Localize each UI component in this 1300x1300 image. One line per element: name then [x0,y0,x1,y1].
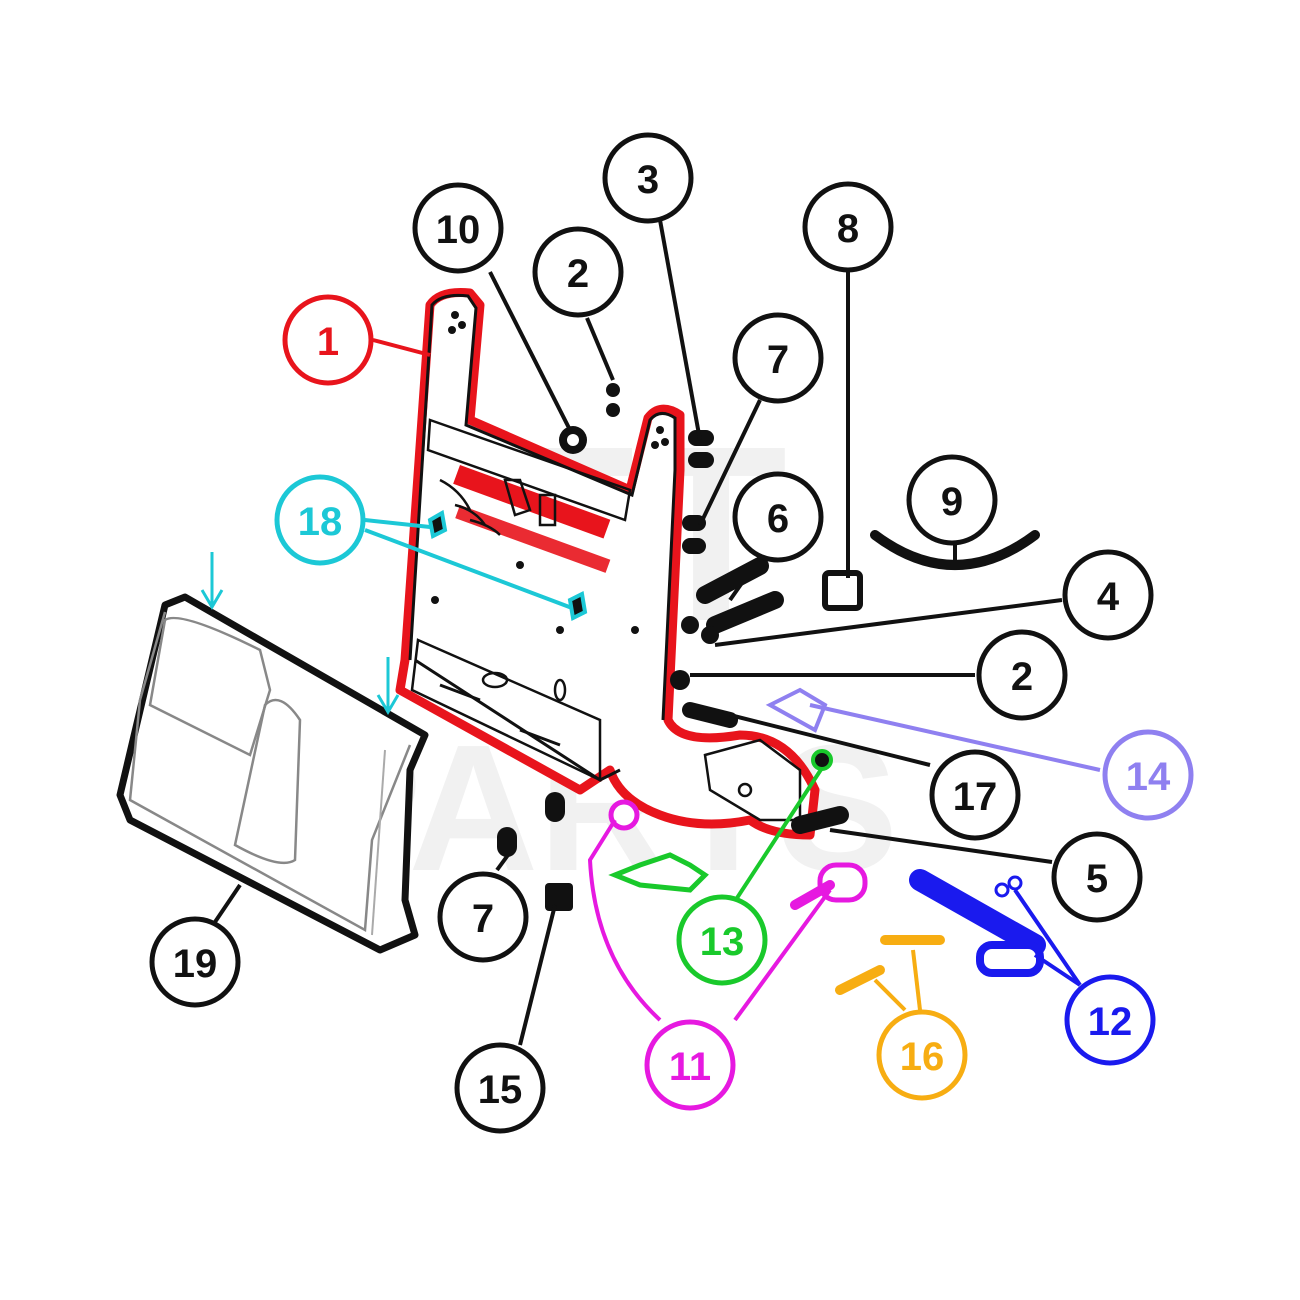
callout-circle [906,454,998,546]
callout-circle [1062,549,1154,641]
callout-circle [412,182,504,274]
callout-circle [532,226,624,318]
callout-c7a: 7 [732,312,824,404]
callout-circle [929,749,1021,841]
callout-c8: 8 [802,181,894,273]
callout-c11: 11 [644,1019,736,1111]
callout-circle [149,916,241,1008]
part-19-cushion [116,552,429,954]
callout-number: 2 [1011,655,1033,699]
callout-number: 2 [567,252,589,296]
callout-c15: 15 [454,1042,546,1134]
callout-circle [802,181,894,273]
callout-c17: 17 [929,749,1021,841]
callout-number: 5 [1086,857,1108,901]
callout-circle [644,1019,736,1111]
callout-c14: 14 [1102,729,1194,821]
callout-number: 6 [767,497,789,541]
callout-number: 10 [436,208,481,252]
callout-number: 4 [1097,575,1120,619]
callout-circle [1051,831,1143,923]
callout-c13: 13 [676,894,768,986]
callout-c1: 1 [282,294,374,386]
callout-number: 19 [173,942,218,986]
part-1-frame [395,288,820,840]
colored-parts [427,509,1046,995]
callout-number: 7 [767,338,789,382]
callout-number: 8 [837,207,859,251]
callout-c7b: 7 [437,871,529,963]
callout-c5: 5 [1051,831,1143,923]
leader-lines [213,219,1101,1046]
callout-circle [1102,729,1194,821]
callout-number: 9 [941,480,963,524]
callout-c3: 3 [602,132,694,224]
callout-number: 14 [1126,755,1171,799]
callout-number: 16 [900,1035,945,1079]
callout-circle [437,871,529,963]
callout-c12: 12 [1064,974,1156,1066]
callout-number: 17 [953,775,998,819]
callout-c2b: 2 [976,629,1068,721]
callout-number: 15 [478,1068,523,1112]
callout-number: 7 [472,897,494,941]
callout-circle [876,1009,968,1101]
callout-number: 1 [317,320,339,364]
callout-circle [282,294,374,386]
callout-circle [454,1042,546,1134]
callout-number: 3 [637,158,659,202]
callout-circle [602,132,694,224]
callout-c19: 19 [149,916,241,1008]
callout-c2a: 2 [532,226,624,318]
callout-c16: 16 [876,1009,968,1101]
callout-circle [274,474,366,566]
callout-number: 13 [700,920,745,964]
callout-c9: 9 [906,454,998,546]
callout-circle [976,629,1068,721]
callout-c18: 18 [274,474,366,566]
callout-c6: 6 [732,471,824,563]
callout-number: 18 [298,500,343,544]
callout-circle [676,894,768,986]
callout-circle [732,312,824,404]
callout-circle [1064,974,1156,1066]
callout-c10: 10 [412,182,504,274]
callout-number: 11 [669,1045,711,1089]
callout-number: 12 [1088,1000,1133,1044]
callout-circle [732,471,824,563]
callout-c4: 4 [1062,549,1154,641]
